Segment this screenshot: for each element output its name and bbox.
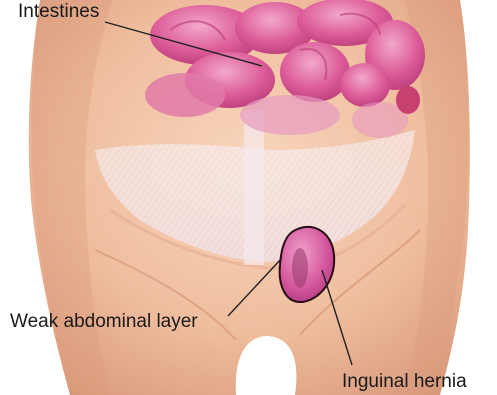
hernia-shadow — [292, 248, 308, 288]
linea-alba — [244, 110, 264, 265]
intestines-label: Intestines — [18, 1, 99, 22]
weak-abdominal-layer-label: Weak abdominal layer — [10, 311, 198, 332]
inguinal-hernia-label: Inguinal hernia — [342, 371, 467, 392]
